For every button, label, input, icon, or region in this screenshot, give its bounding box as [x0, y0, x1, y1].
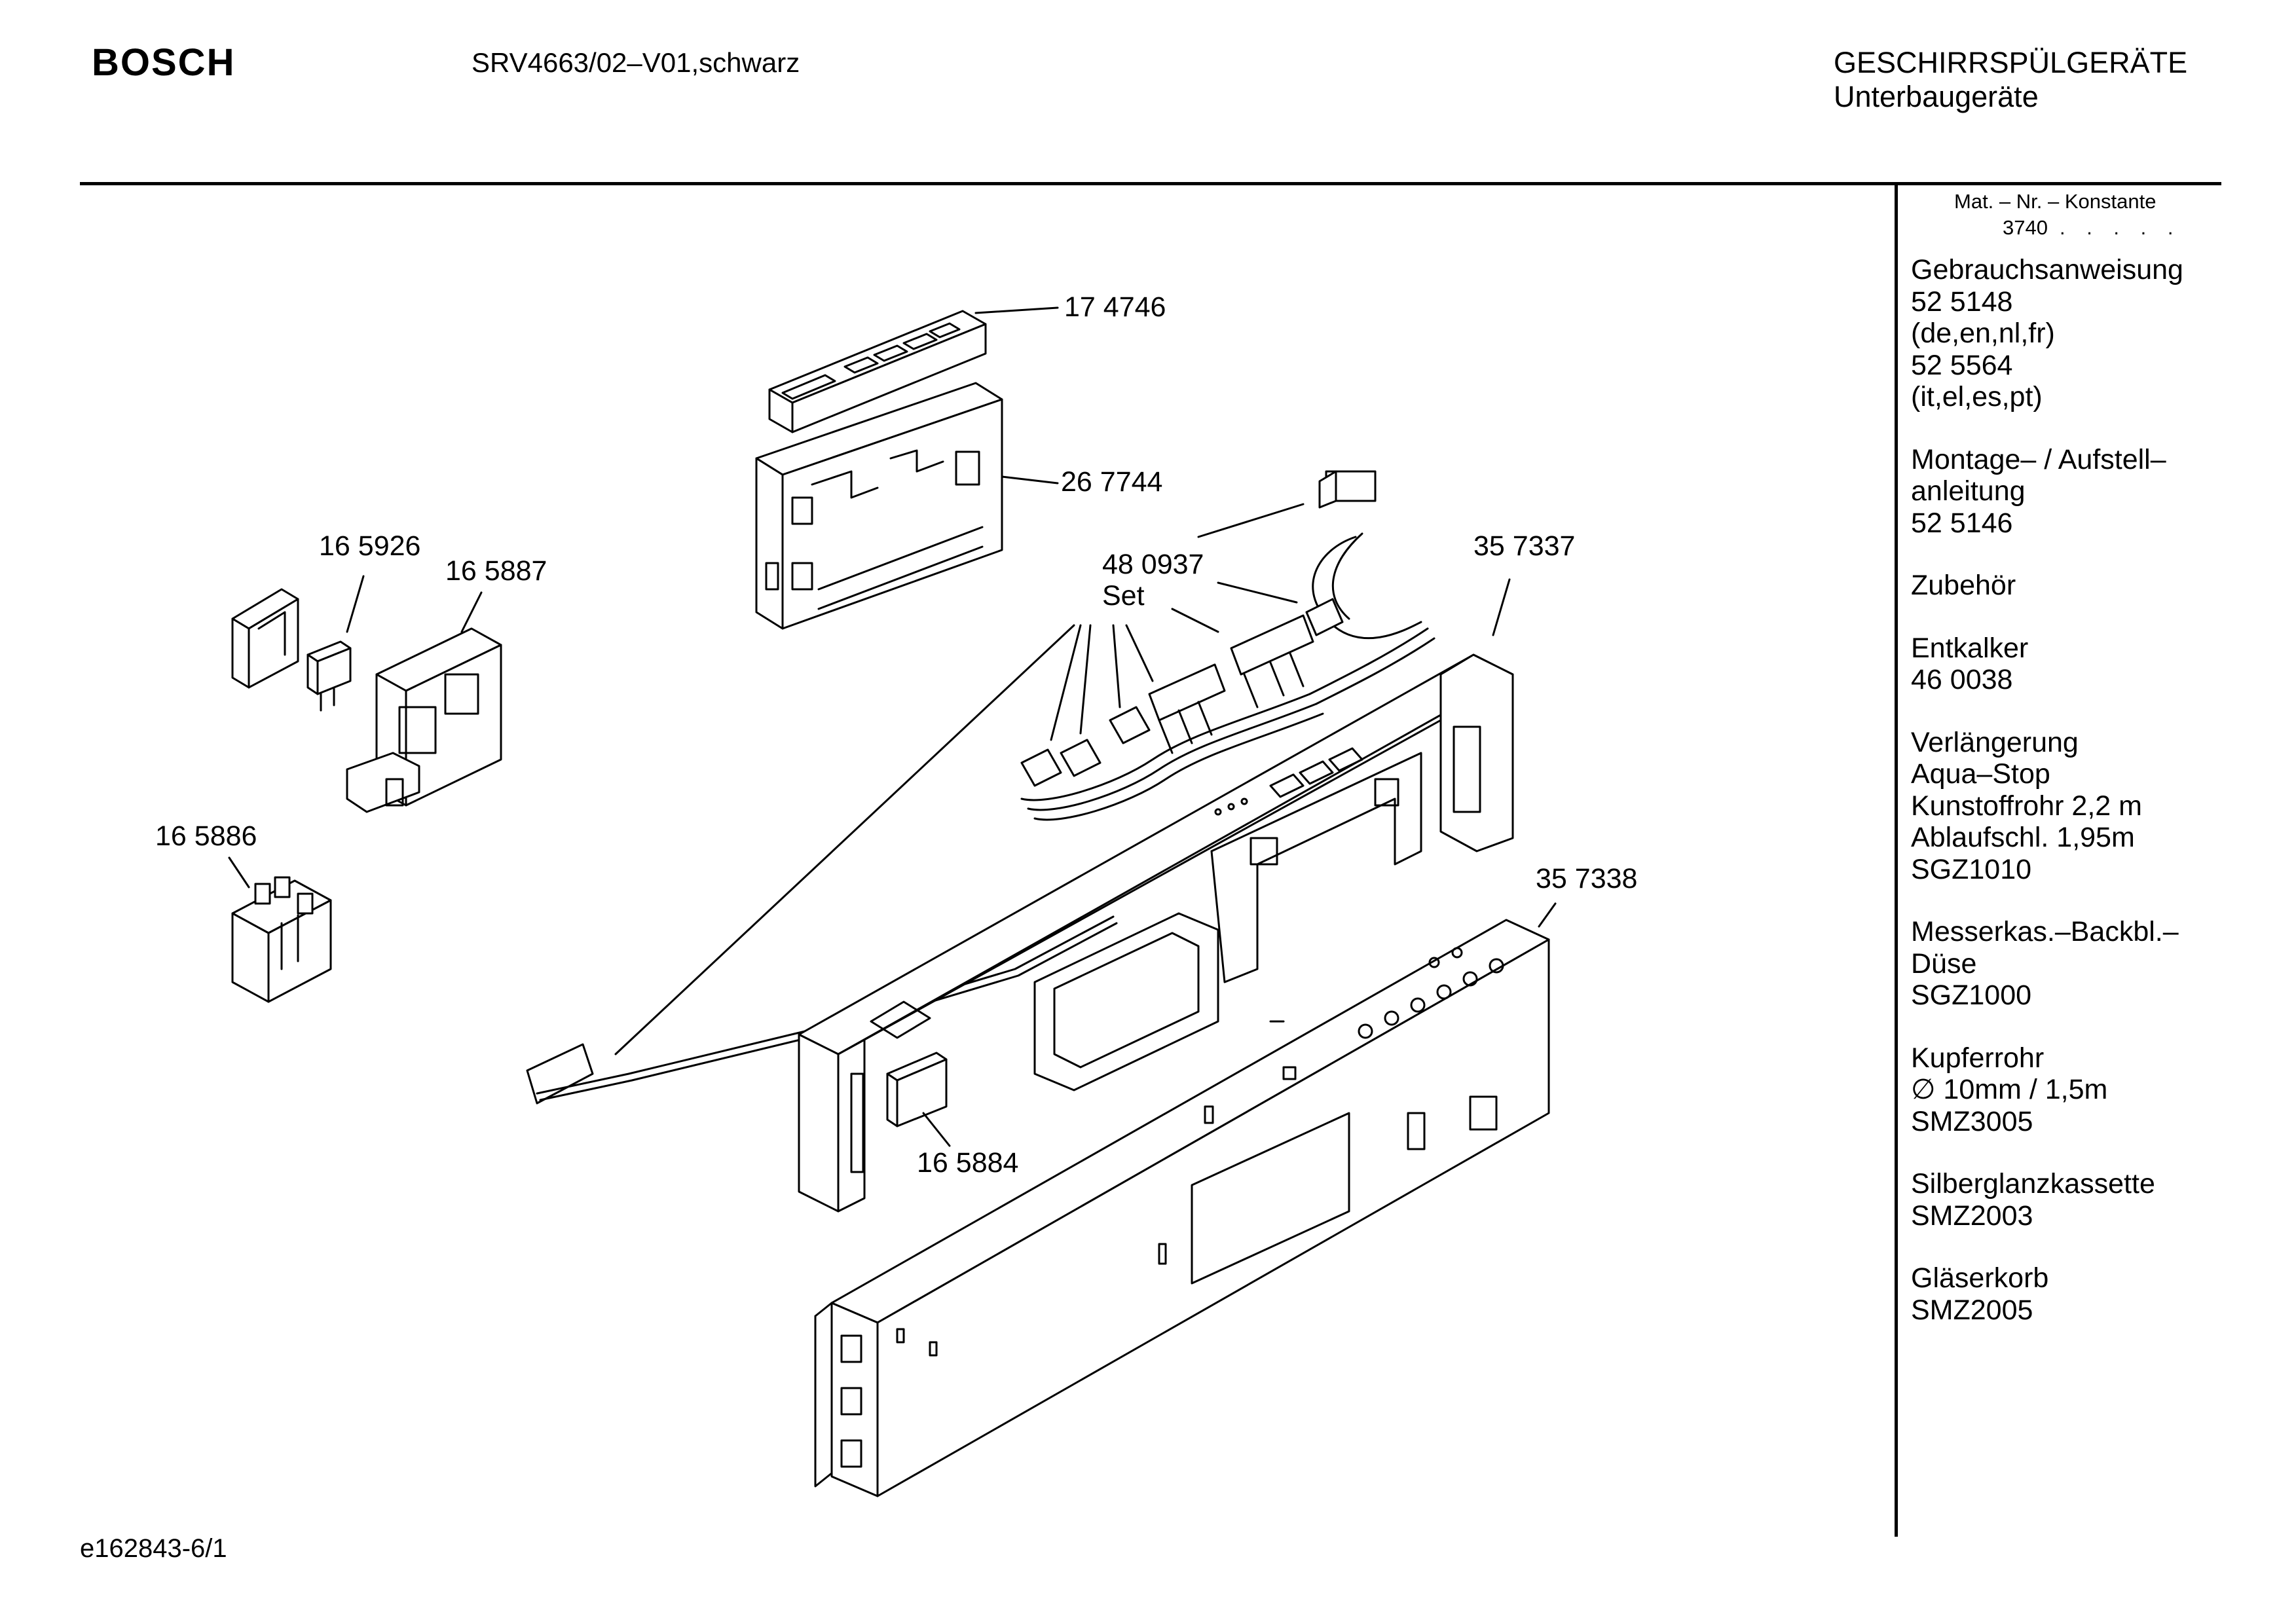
leader-165886 — [228, 856, 250, 888]
accessory-line: SGZ1000 — [1911, 980, 2032, 1011]
accessory-line: Verlängerung — [1911, 726, 2079, 758]
part-label-165887: 16 5887 — [445, 555, 547, 587]
part-control-panel-trim — [798, 653, 1514, 1213]
konstante-value: 3740 . . . . . — [2003, 216, 2181, 240]
part-cover-clip — [231, 588, 299, 689]
part-relay — [231, 876, 332, 1003]
part-small-switch — [306, 640, 352, 712]
part-control-module — [755, 382, 1003, 630]
accessory-line: 52 5148 — [1911, 285, 2013, 318]
accessory-line: Aqua–Stop — [1911, 758, 2050, 790]
accessory-line: 52 5564 — [1911, 349, 2013, 381]
document-id: e162843-6/1 — [80, 1534, 227, 1563]
category-subtitle: Unterbaugeräte — [1834, 80, 2039, 113]
accessory-line: SMZ2003 — [1911, 1200, 2033, 1232]
konstante-dots: . . . . . — [2059, 216, 2181, 239]
accessory-line: SMZ3005 — [1911, 1105, 2033, 1137]
accessory-line: (it,el,es,pt) — [1911, 381, 2043, 412]
accessory-line: SGZ1010 — [1911, 853, 2032, 885]
sidebar-divider — [1895, 185, 1898, 1537]
leader-357338 — [1538, 902, 1557, 928]
part-label-480937: 48 0937 — [1102, 549, 1204, 580]
accessory-line: anleitung — [1911, 475, 2026, 507]
accessory-line: Kupferrohr — [1911, 1042, 2045, 1074]
leader-165887 — [460, 591, 483, 633]
leader-174746 — [974, 306, 1059, 314]
part-label-165884: 16 5884 — [917, 1147, 1019, 1179]
accessory-line: Entkalker — [1911, 632, 2029, 664]
leader-357337 — [1492, 578, 1511, 636]
leaders-480937 — [614, 503, 1305, 1055]
part-label-480937-set: Set — [1102, 580, 1145, 612]
accessory-line: Montage– / Aufstell– — [1911, 443, 2166, 475]
brand-logo: BOSCH — [92, 41, 236, 84]
part-button-strip — [768, 310, 987, 433]
part-label-357337: 35 7337 — [1473, 530, 1576, 562]
accessory-line: Gebrauchsanweisung — [1911, 254, 2183, 285]
part-label-357338: 35 7338 — [1536, 863, 1638, 894]
accessory-line: Zubehör — [1911, 570, 2016, 601]
accessory-line: Messerkas.–Backbl.– — [1911, 916, 2179, 947]
accessory-line: Düse — [1911, 947, 1977, 980]
accessory-line: SMZ2005 — [1911, 1294, 2033, 1326]
part-control-carrier — [814, 919, 1550, 1497]
accessory-line: 46 0038 — [1911, 664, 2013, 695]
part-switch-holder — [346, 627, 502, 813]
accessory-line: 52 5146 — [1911, 507, 2013, 539]
leader-165884 — [922, 1112, 951, 1147]
accessory-line: (de,en,nl,fr) — [1911, 318, 2055, 349]
leader-267744 — [1001, 475, 1059, 485]
accessory-line: Gläserkorb — [1911, 1262, 2049, 1294]
accessory-line: ∅ 10mm / 1,5m — [1911, 1074, 2108, 1105]
model-number: SRV4663/02–V01,schwarz — [472, 47, 800, 78]
konstante-number: 3740 — [2003, 216, 2048, 239]
accessory-line: Kunstoffrohr 2,2 m — [1911, 790, 2142, 822]
part-label-267744: 26 7744 — [1061, 466, 1163, 498]
accessory-line: Silberglanzkassette — [1911, 1168, 2155, 1200]
leader-165926 — [346, 575, 365, 633]
header-divider — [80, 182, 2221, 185]
part-label-165926: 16 5926 — [319, 530, 421, 562]
accessory-line: Ablaufschl. 1,95m — [1911, 822, 2135, 853]
category-title: GESCHIRRSPÜLGERÄTE — [1834, 46, 2188, 79]
part-label-174746: 17 4746 — [1064, 291, 1166, 323]
mat-nr-label: Mat. – Nr. – Konstante — [1954, 190, 2157, 213]
accessory-group: Zubehör — [1911, 570, 2183, 602]
part-label-165886: 16 5886 — [155, 820, 257, 852]
